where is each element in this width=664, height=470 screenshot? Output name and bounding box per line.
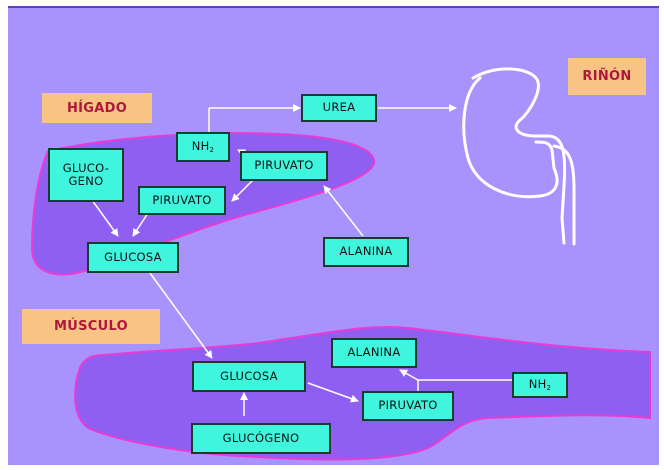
label-musculo: MÚSCULO: [22, 309, 160, 344]
arrow-piruvato-glucosa: [132, 212, 149, 237]
arrow-alanina-piruvato: [323, 185, 364, 237]
box-glucosa-higado: GLUCOSA: [87, 242, 179, 273]
box-piruvato-musculo: PIRUVATO: [362, 391, 454, 421]
nh2-text: NH2: [528, 376, 552, 392]
box-alanina-top: ALANINA: [323, 237, 409, 267]
box-piruvato-left: PIRUVATO: [138, 186, 226, 215]
box-glucogeno-musculo: GLUCÓGENO: [191, 423, 331, 454]
box-piruvato-right: PIRUVATO: [240, 151, 328, 181]
arrow-glucosa-piruvato-m: [307, 382, 359, 403]
arrow-piruvato-piruvato: [231, 179, 254, 202]
box-urea: UREA: [301, 94, 377, 122]
box-alanina-musculo: ALANINA: [331, 338, 417, 368]
kidney-shape: [462, 67, 576, 246]
box-glucosa-musculo: GLUCOSA: [192, 361, 306, 392]
arrow-glucosa-musculo: [149, 272, 213, 359]
nh2-text: NH2: [191, 138, 215, 154]
label-higado: HÍGADO: [42, 93, 152, 123]
diagram-canvas: HÍGADO MÚSCULO RIÑÓN GLUCO- GENO NH2 URE…: [8, 6, 659, 465]
box-nh2-higado: NH2: [176, 132, 230, 162]
arrow-to-alanina-m: [399, 369, 419, 381]
label-rinon: RIÑÓN: [568, 58, 646, 95]
box-nh2-musculo: NH2: [512, 372, 568, 398]
arrow-glucogeno-glucosa: [91, 199, 119, 237]
box-glucogeno-higado: GLUCO- GENO: [48, 148, 124, 202]
